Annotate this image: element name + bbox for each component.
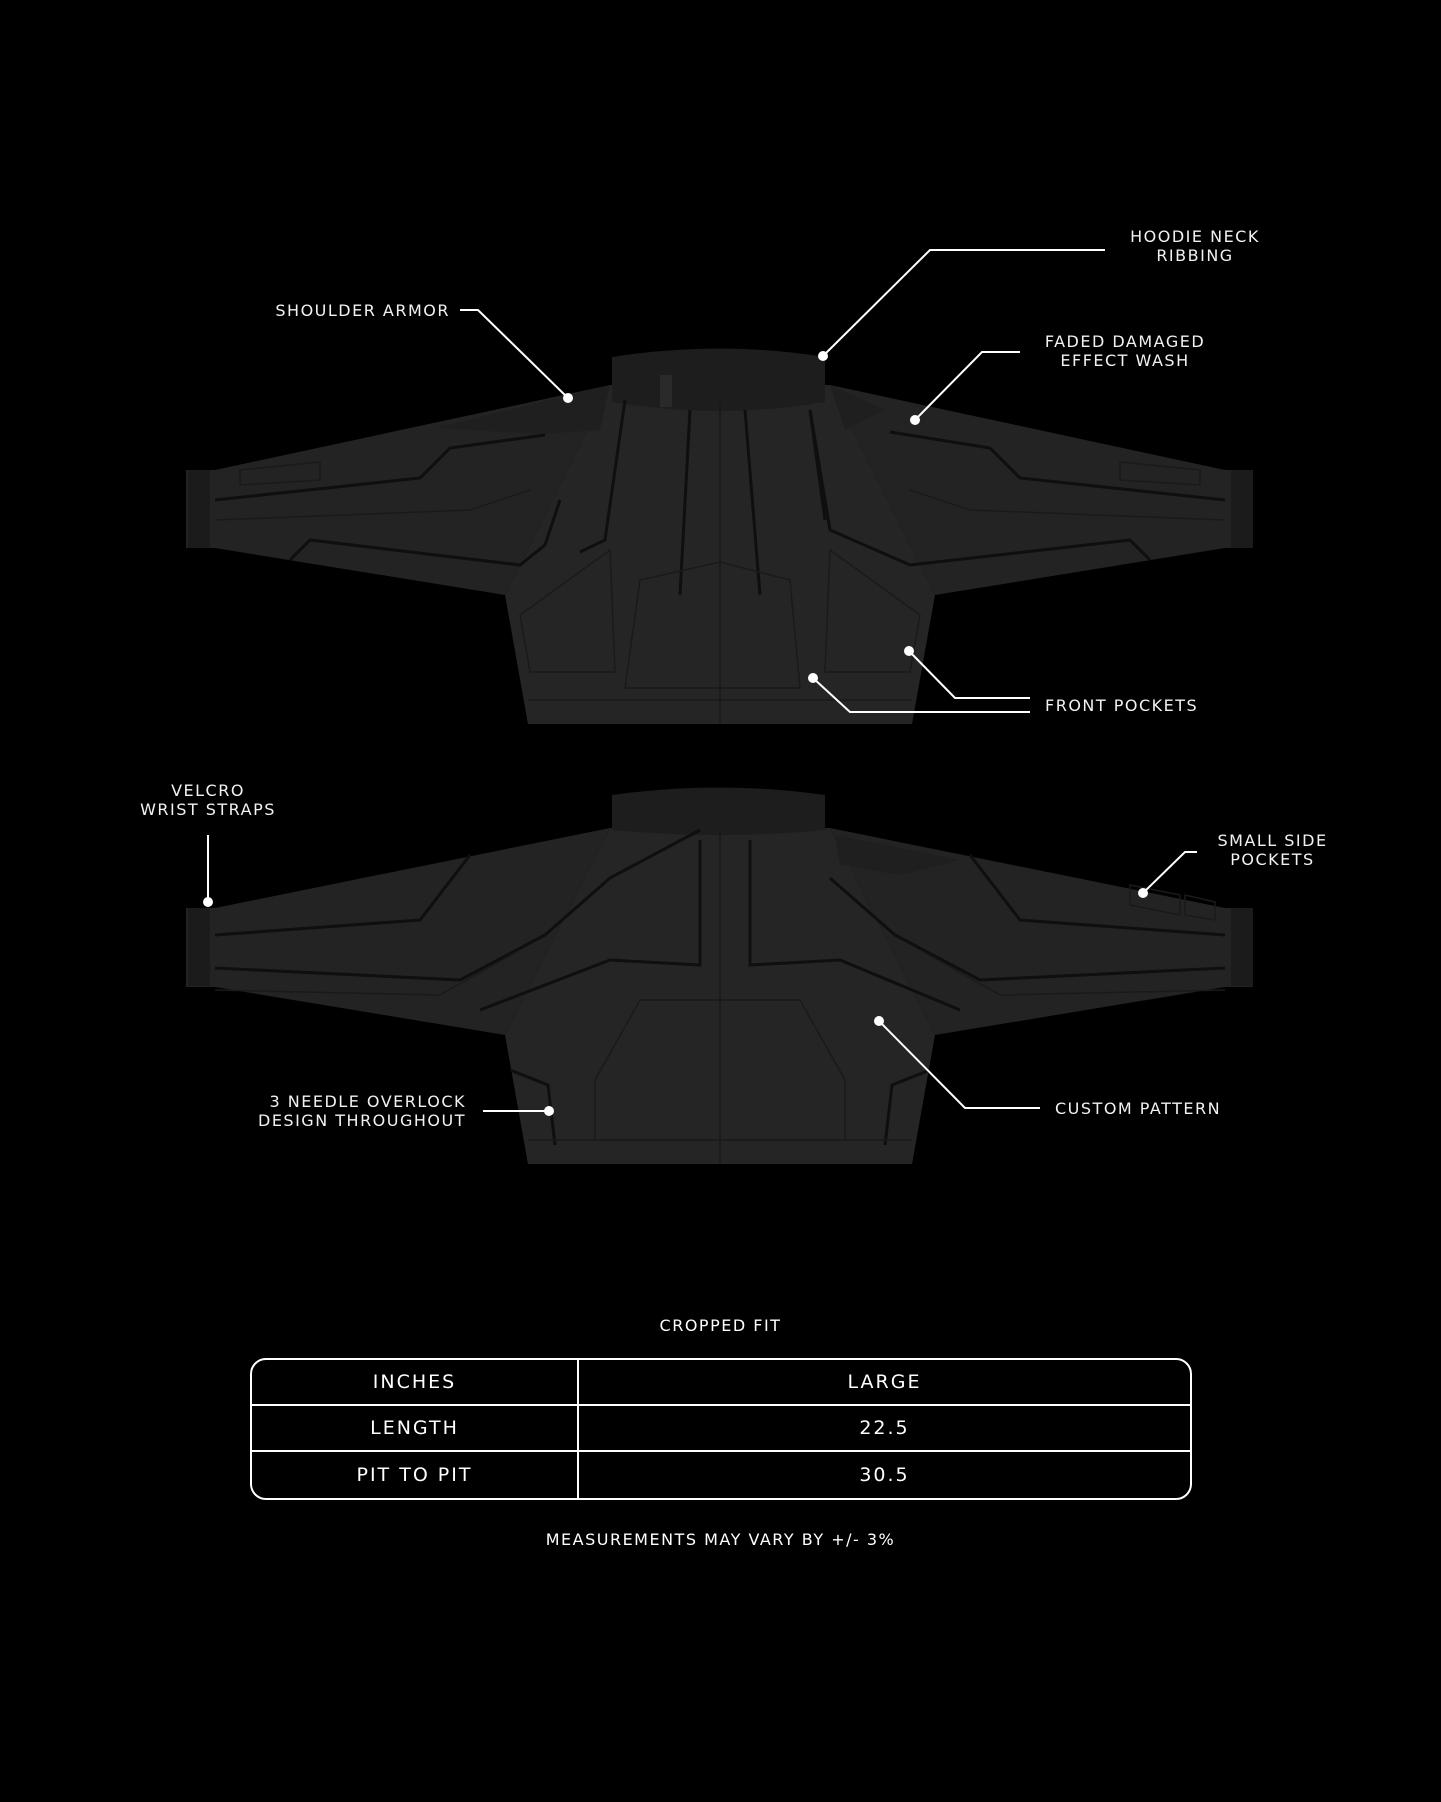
- label-overlock: 3 NEEDLE OVERLOCK DESIGN THROUGHOUT: [258, 1092, 466, 1130]
- callout-dot-small-side-pockets: [1138, 888, 1148, 898]
- callout-line-front-pockets-2: [908, 650, 1030, 699]
- label-front-pockets: FRONT POCKETS: [1045, 696, 1199, 715]
- size-table-row-label: PIT TO PIT: [252, 1452, 579, 1498]
- callout-dot-overlock: [544, 1106, 554, 1116]
- callout-line-shoulder-armor: [460, 309, 569, 399]
- size-table-row-value: 30.5: [859, 1464, 910, 1486]
- label-custom-pattern: CUSTOM PATTERN: [1055, 1099, 1222, 1118]
- callout-dot-front-pockets-2: [904, 646, 914, 656]
- back-right-sleeve: [830, 828, 1253, 1035]
- callout-dot-shoulder-armor: [563, 393, 573, 403]
- front-right-cuff: [1231, 470, 1253, 548]
- callout-line-hoodie-neck: [822, 249, 1105, 357]
- measurement-disclaimer: MEASUREMENTS MAY VARY BY +/- 3%: [545, 1530, 896, 1549]
- label-faded-wash: FADED DAMAGED EFFECT WASH: [1044, 332, 1206, 370]
- front-right-sleeve: [830, 385, 1253, 595]
- size-table-header-label: INCHES: [252, 1360, 579, 1404]
- back-left-sleeve: [186, 828, 610, 1035]
- label-small-side-pockets: SMALL SIDE POCKETS: [1217, 831, 1328, 869]
- size-table-row-label: LENGTH: [252, 1406, 579, 1450]
- callout-dot-hoodie-neck: [818, 351, 828, 361]
- front-left-sleeve: [186, 385, 610, 595]
- fit-title: CROPPED FIT: [659, 1316, 782, 1335]
- label-velcro: VELCRO WRIST STRAPS: [140, 781, 276, 819]
- callout-dot-faded-wash: [910, 415, 920, 425]
- back-left-cuff: [188, 908, 210, 986]
- back-right-cuff: [1231, 908, 1253, 986]
- size-table: INCHES LARGE LENGTH 22.5 PIT TO PIT 30.5: [250, 1358, 1192, 1500]
- callout-dot-custom-pattern: [874, 1016, 884, 1026]
- jacket-front: [186, 348, 1253, 724]
- callout-line-front-pockets: [812, 677, 1030, 713]
- back-collar: [612, 787, 825, 835]
- label-hoodie-neck: HOODIE NECK RIBBING: [1130, 227, 1260, 265]
- callout-line-faded-wash: [914, 351, 1020, 421]
- size-table-row: LENGTH 22.5: [252, 1406, 1190, 1452]
- size-table-header-row: INCHES LARGE: [252, 1360, 1190, 1406]
- callout-dot-front-pockets: [808, 673, 818, 683]
- size-table-row-value: 22.5: [859, 1417, 910, 1439]
- size-table-row: PIT TO PIT 30.5: [252, 1452, 1190, 1498]
- label-shoulder-armor: SHOULDER ARMOR: [275, 301, 450, 320]
- front-left-cuff: [188, 470, 210, 548]
- callout-line-custom-pattern: [878, 1020, 1040, 1109]
- callout-line-small-side-pockets: [1142, 851, 1197, 894]
- size-table-header-value: LARGE: [847, 1371, 922, 1393]
- callout-dot-velcro: [203, 897, 213, 907]
- front-collar: [612, 348, 825, 411]
- jacket-back: [186, 787, 1253, 1164]
